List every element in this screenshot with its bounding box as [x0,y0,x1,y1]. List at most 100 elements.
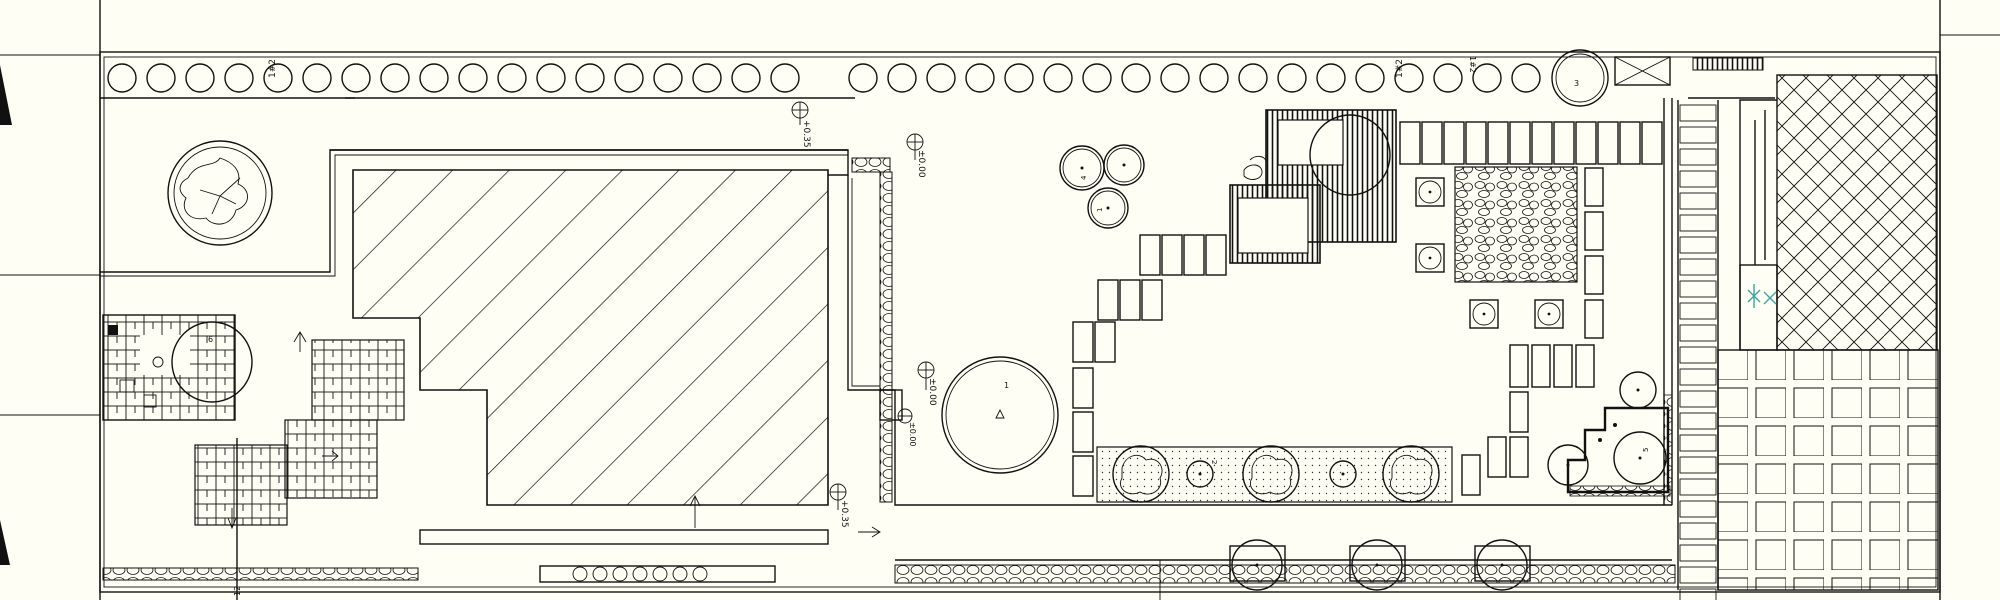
shrub-circle-icon [1199,63,1229,93]
tree-code-label: 1#2 [1395,59,1405,78]
small-number-label: 3 [1574,79,1579,88]
small-number-label: 6 [208,335,213,344]
elevation-marker: +0.35 [791,101,811,148]
stepping-pad [1641,121,1663,165]
svg-text:5: 5 [1642,448,1650,452]
shrub-circle-icon [614,63,644,93]
shrub-circle-icon [572,566,588,582]
arrow-icon [293,331,307,352]
tree-code-label: 1#2 [1468,56,1477,73]
stepping-pad [1575,121,1597,165]
shrub-circle-icon [692,63,722,93]
shrub-circle-icon [341,63,371,93]
tree-code-label: 1#2 [268,59,278,78]
shrub-circle-icon [458,63,488,93]
arrow-icon [322,450,339,462]
shrub-circle-icon [965,63,995,93]
stepping-pad [1531,344,1551,388]
section-marker-bottom [0,520,10,565]
stepping-pad [1509,344,1529,388]
elevation-marker: +0.35 [829,483,849,528]
ladder-path [1677,100,1719,600]
tree-canopy-icon [1112,445,1170,503]
shrub-circle-icon [419,63,449,93]
stepping-pad [1072,367,1094,409]
svg-text:±0.00: ±0.00 [916,150,926,178]
pergola-deck [1229,109,1397,264]
shrub-circle-icon [1004,63,1034,93]
shrub-circle-icon [1160,63,1190,93]
shrub-circle-icon [848,63,878,93]
tree-circle-large [1551,49,1609,107]
shrub-circle-icon [302,63,332,93]
stepping-pad [1553,121,1575,165]
svg-text:±0.00: ±0.00 [908,422,917,447]
shrub-circle-icon [146,63,176,93]
shrub-circle-icon [652,566,668,582]
stepping-pad [1141,279,1163,321]
stepping-pad [1399,121,1421,165]
cobble-wall [847,157,1672,506]
elevation-marker: ±0.00 [917,361,937,406]
shrub-circle-icon [692,566,708,582]
elevation-marker: ±0.00 [897,408,917,447]
stepping-pad [1443,121,1465,165]
stepping-pads [1072,121,1663,497]
shrub-circle-icon [632,566,648,582]
shrub-circle-icon [380,63,410,93]
shrub-circle-icon [1043,63,1073,93]
shrub-circle-icon [1121,63,1151,93]
shrub-cluster: 4 1 [1059,144,1145,229]
shrub-circle-icon [1472,63,1502,93]
bottom-street-trees [1229,539,1531,591]
stepping-pad [1584,255,1604,295]
stepping-pad [1584,167,1604,207]
stepping-pad [1161,234,1183,276]
shrub-circle-icon [185,63,215,93]
stepping-pad [1139,234,1161,276]
shrub-hedge-bottom [572,566,708,582]
shrub-circle-icon [263,63,293,93]
stepping-pad [1119,279,1141,321]
stepping-pad [1619,121,1641,165]
hatched-deck-area [330,149,849,506]
stepping-pad [1584,299,1604,339]
stepping-pad [1487,121,1509,165]
stepping-stone-path: 12 [194,331,405,600]
tree-canopy-icon [1242,445,1300,503]
shrub-circle-icon [536,63,566,93]
shrub-circle-icon [1433,63,1463,93]
stepping-pad [1094,321,1116,363]
arrow-icon [227,508,237,530]
shrub-circle-icon [612,566,628,582]
pebble-garden [1454,166,1578,283]
svg-text:1: 1 [1096,208,1104,212]
shrub-circle-icon [575,63,605,93]
fountain-icon: 1 [941,356,1059,474]
shrub-circle-icon [1238,63,1268,93]
section-marker-top [0,65,12,125]
small-number-label: 12 [233,586,242,596]
left-plaza: 6 [102,314,253,421]
stepping-pad [1072,321,1094,363]
bottom-boundary [102,559,1940,600]
stepping-pad [1097,279,1119,321]
stepping-pad [1072,455,1094,497]
shrub-circle-icon [1394,63,1424,93]
stepping-pad [1183,234,1205,276]
shrub-circle-icon [887,63,917,93]
shrub-circle-icon [653,63,683,93]
planter-box-tree [1415,177,1564,329]
svg-text:±0.00: ±0.00 [927,378,937,406]
shrub-circle-icon [224,63,254,93]
elevation-marker: ±0.00 [906,133,926,178]
svg-text:+0.35: +0.35 [839,500,849,528]
tree-canopy-icon [1382,445,1440,503]
shrub-circle-icon [592,566,608,582]
shrub-circle-icon [1082,63,1112,93]
shrub-circle-icon [1316,63,1346,93]
svg-text:1: 1 [1004,381,1009,390]
stepping-pad [1465,121,1487,165]
stepping-pad [1575,344,1595,388]
